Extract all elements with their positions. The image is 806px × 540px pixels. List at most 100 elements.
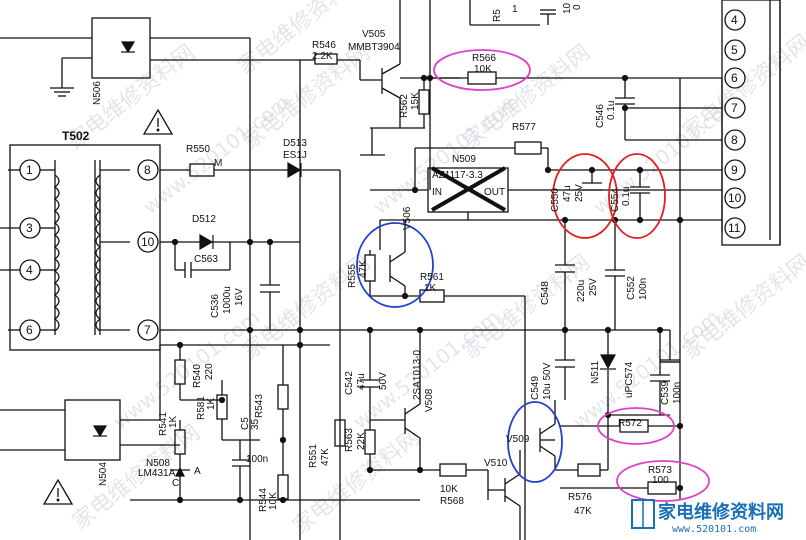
label-r576: R576 [568,492,592,503]
label-r566: R566 [472,53,496,64]
label-r563: R563 [344,428,355,452]
label-r577: R577 [512,122,536,133]
label-r555: R555 [347,264,358,288]
tpin-4: 4 [26,263,33,277]
label-r568-val: 10K [440,484,458,495]
label-c536-val1: 1000u [222,286,233,314]
label-c548-val2: 25V [588,278,599,296]
cpin-9: 9 [731,163,738,177]
wires [0,0,781,540]
label-v509: V509 [506,434,530,445]
label-t502: T502 [62,129,90,143]
label-r541: R541 [158,412,169,436]
label-r540: R540 [192,364,203,388]
label-n506: N506 [92,81,103,105]
highlight-v506 [356,222,434,308]
label-c550-val2: 25V [574,184,585,202]
highlight-r572 [597,407,675,445]
label-r561: R561 [420,272,444,283]
tpin-3: 3 [26,221,33,235]
cpin-8: 8 [731,133,738,147]
label-n509-part: AZ1117-3.3 [432,170,483,181]
site-logo: 家电维修资料网 www.520101.com [631,499,784,535]
label-r561-val: 1K [424,283,437,294]
label-c550-val1: 47u [562,185,573,202]
watermark-url: www.520101.com [108,305,264,434]
zener-n508-symbol [175,466,185,477]
label-r581: R581 [196,396,207,420]
label-c542-val1: 47u [356,373,367,390]
cpin-7: 7 [731,101,738,115]
label-r550-mark: M [214,158,222,169]
label-c542: C542 [344,371,355,395]
label-r551: R551 [308,444,319,468]
cpin-5: 5 [731,43,738,57]
label-c563: C563 [194,254,218,265]
label-r541-val: 1K [168,415,179,428]
label-c539: C539 [660,381,671,405]
label-r573-val: 100 [652,475,669,486]
label-r543: R543 [254,394,265,418]
labels: T502 N506 R546 2.2K V505 MMBT3904 R566 1… [62,2,683,517]
label-n504: N504 [98,462,109,486]
label-c542-val2: 50V [378,372,389,390]
label-c552: C552 [626,276,637,300]
label-n508-a: A [194,466,201,477]
logo-url: www.520101.com [672,524,756,535]
cpin-11: 11 [728,221,741,235]
highlight-r566 [433,49,531,91]
highlight-c554 [608,153,666,239]
label-c539-val: 100n [672,382,683,404]
diode-d513-symbol [287,161,302,179]
label-r581-val: 1K [206,397,217,410]
label-r544: R544 [258,488,269,512]
cpin-4: 4 [731,13,738,27]
label-r573: R573 [648,465,672,476]
label-r566-val: 10K [474,64,492,75]
label-n509-out: OUT [484,187,505,198]
watermark-text: 家电维修资料网 [678,250,806,365]
watermark-text: 家电维修资料网 [458,250,595,365]
label-upc574: uPC574 [624,361,635,398]
label-n508-c: C [172,478,179,489]
label-v506: V506 [402,206,413,230]
label-top-val: 10 [562,2,573,14]
label-top-pin-1: 1 [512,4,518,15]
label-c548: C548 [540,281,551,305]
label-d512: D512 [192,214,216,225]
watermark-url: www.520101.com [138,90,294,219]
connector-pin-labels: 4 5 6 7 8 9 10 11 [728,13,742,235]
label-c536-val2: 16V [234,288,245,306]
highlights [356,49,710,502]
label-n508: N508 [146,458,170,469]
label-r550: R550 [186,144,210,155]
label-v508: V508 [424,388,435,412]
tpin-8: 8 [144,163,151,177]
symbols [92,41,684,504]
label-r555-val: 47K [358,260,369,278]
label-r551-val: 47K [320,448,331,466]
label-c552-val: 100n [638,278,649,300]
opto-led-top [120,41,136,54]
label-n511: N511 [590,360,601,384]
diode-d512-symbol [199,233,214,251]
label-c546: C546 [595,104,606,128]
logo-text: 家电维修资料网 [658,501,784,523]
label-n509: N509 [452,154,476,165]
label-r546-val: 2.2K [312,51,333,62]
tpin-6: 6 [26,323,33,337]
label-c554-val: 0.1u [621,187,632,206]
transformer-pins [19,159,159,341]
connector-pins [724,9,746,239]
label-d513: D513 [283,138,307,149]
highlight-v509 [507,401,563,483]
label-v505: V505 [362,29,386,40]
label-r562: R562 [399,94,410,118]
opto-led-bottom [92,425,108,438]
highlight-c550 [552,153,618,239]
label-r544-val: 10K [268,492,279,510]
label-r5-top: R5 [492,9,503,22]
watermark-url: www.520101.com [348,305,504,434]
